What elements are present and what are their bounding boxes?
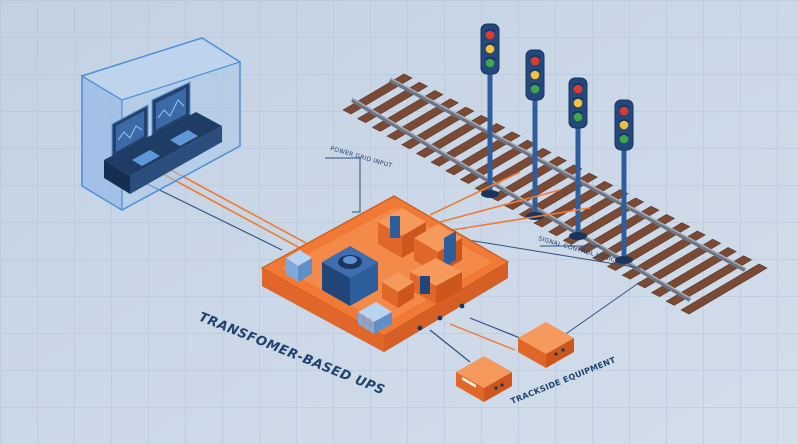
wire-control-ups-1 bbox=[151, 167, 301, 249]
wire-trackside-track bbox=[559, 281, 641, 339]
junction-box-icon-2 bbox=[518, 322, 574, 368]
signal-hood bbox=[572, 111, 584, 114]
transformer-icon bbox=[322, 246, 378, 306]
signal-lamp bbox=[573, 98, 583, 108]
control-room bbox=[80, 37, 242, 212]
track-sleeper bbox=[650, 247, 737, 297]
signal-lamp bbox=[530, 56, 540, 66]
ups-output-terminals bbox=[417, 303, 465, 331]
signal-3 bbox=[568, 77, 588, 240]
signal-base bbox=[569, 232, 587, 240]
signal-hood bbox=[529, 69, 541, 72]
signal-lamp bbox=[530, 84, 540, 94]
signal-lamp bbox=[485, 44, 495, 54]
signal-lamp bbox=[485, 30, 495, 40]
signal-hood bbox=[484, 57, 496, 60]
signal-hood bbox=[572, 83, 584, 86]
signal-lamp bbox=[619, 120, 629, 130]
wire-ups-trackside-3 bbox=[449, 323, 516, 351]
railway-track bbox=[342, 73, 768, 315]
signal-hood bbox=[618, 105, 630, 108]
signal-lamp bbox=[619, 106, 629, 116]
signal-base bbox=[615, 256, 633, 264]
track-sleeper bbox=[621, 230, 706, 280]
rail-right bbox=[389, 78, 746, 272]
signal-base bbox=[481, 190, 499, 198]
signal-lamp bbox=[573, 112, 583, 122]
track-sleeper bbox=[548, 189, 629, 237]
rail-left-top bbox=[351, 97, 691, 299]
wire-ups-trackside-1 bbox=[429, 329, 471, 363]
wire-ups-signal-2 bbox=[439, 189, 561, 223]
signal-hood bbox=[618, 119, 630, 122]
ups-base-front-lip bbox=[262, 268, 384, 352]
signal-pole bbox=[575, 126, 581, 236]
signal-lamp bbox=[619, 134, 629, 144]
signal-hood bbox=[529, 55, 541, 58]
wire-ups-signal-3 bbox=[451, 207, 591, 231]
wire-ups-trackside-2 bbox=[469, 317, 526, 341]
signal-4 bbox=[614, 99, 634, 264]
signal-pole bbox=[532, 98, 538, 216]
leader-power-grid bbox=[325, 157, 361, 213]
transformer-based-ups bbox=[260, 195, 510, 352]
track-sleeper bbox=[592, 214, 676, 263]
signal-hood bbox=[618, 133, 630, 136]
signal-pole bbox=[621, 148, 627, 260]
signal-hood bbox=[572, 97, 584, 100]
ups-module-blocks bbox=[378, 208, 462, 308]
battery-modules bbox=[286, 250, 392, 334]
rail-right-top bbox=[389, 77, 746, 269]
signal-hood bbox=[484, 29, 496, 32]
wire-signal-logic bbox=[467, 239, 641, 269]
monitor-console-icon bbox=[104, 81, 222, 194]
wire-ups-signal-1 bbox=[429, 171, 521, 216]
track-sleeper bbox=[504, 164, 583, 210]
track-sleeper bbox=[665, 255, 753, 306]
track-sleeper bbox=[680, 263, 768, 315]
signal-hood bbox=[484, 43, 496, 46]
signal-lamp bbox=[485, 58, 495, 68]
track-sleeper bbox=[533, 181, 614, 228]
signal-1 bbox=[480, 23, 500, 198]
ups-base-right-lip bbox=[384, 262, 508, 352]
track-sleeper bbox=[577, 205, 660, 254]
signal-hood bbox=[529, 83, 541, 86]
junction-box-icon bbox=[456, 356, 512, 402]
track-sleeper bbox=[636, 238, 722, 289]
signal-lamp bbox=[530, 70, 540, 80]
glass-box-top bbox=[80, 37, 242, 101]
signal-lamp bbox=[573, 84, 583, 94]
signal-pole bbox=[487, 72, 493, 194]
